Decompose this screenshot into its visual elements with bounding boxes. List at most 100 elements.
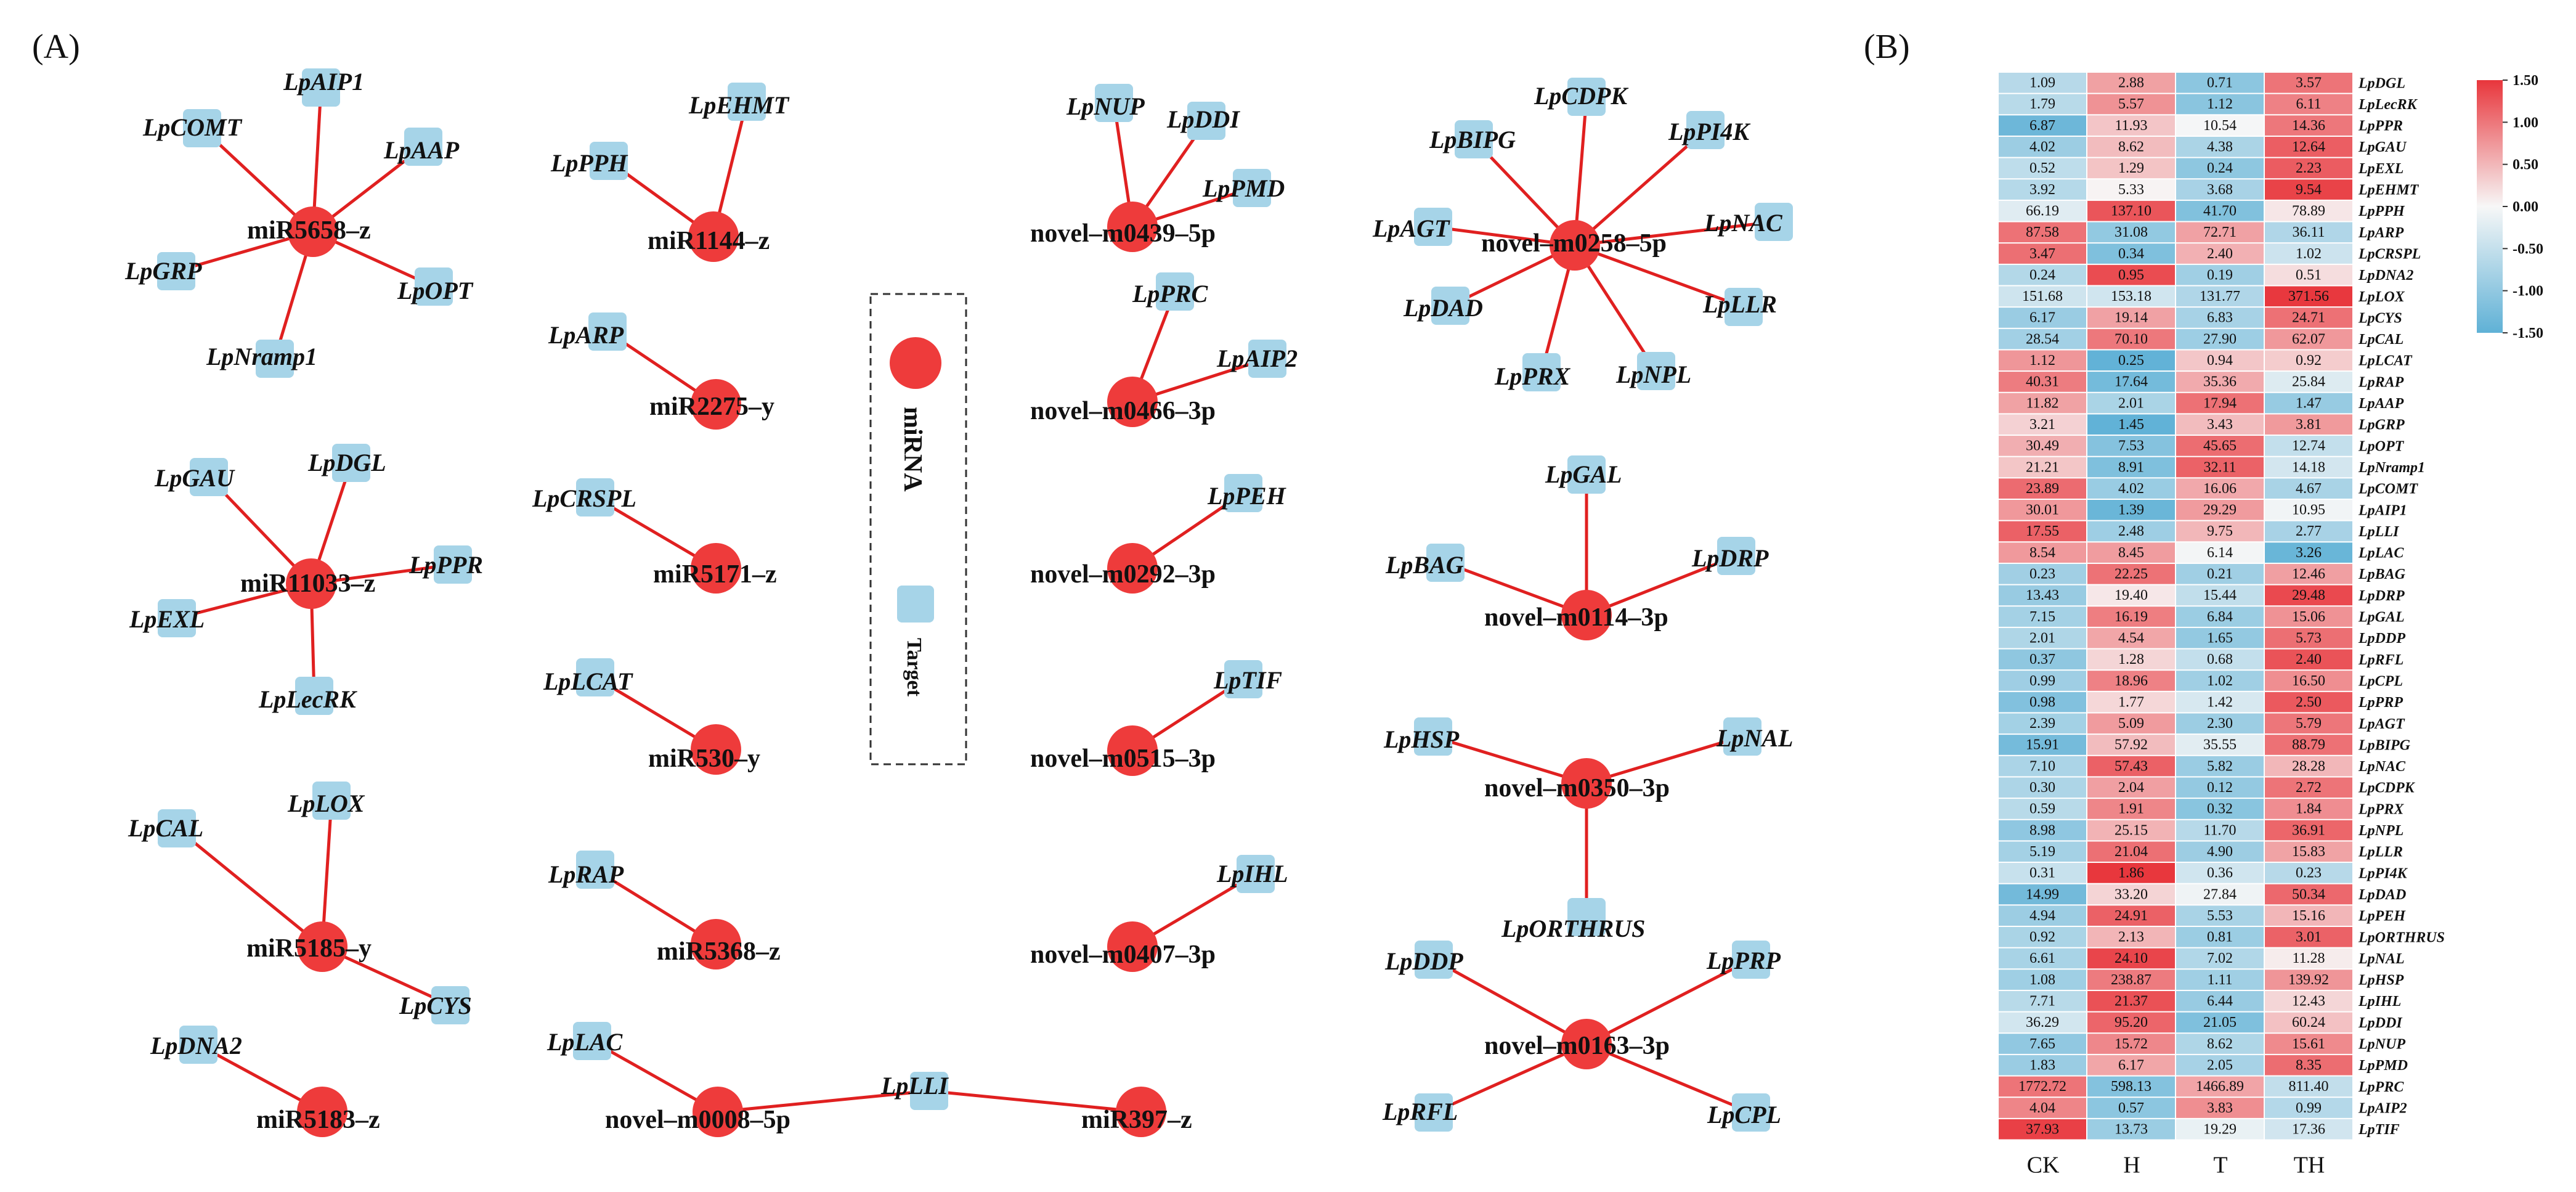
heatmap-cell-lpprx-h bbox=[2087, 799, 2175, 819]
heatmap-value-lpaip2-h: 0.57 bbox=[2118, 1100, 2144, 1116]
target-node-lplecrk bbox=[295, 677, 333, 715]
heatmap-cell-lpprc-ck bbox=[1999, 1076, 2086, 1097]
heatmap-cell-lpopt-t bbox=[2176, 436, 2264, 456]
heatmap-cell-lpddi-h bbox=[2087, 1012, 2175, 1033]
heatmap-value-lptif-ck: 37.93 bbox=[2026, 1121, 2059, 1137]
heatmap-cell-lpehmt-th bbox=[2265, 179, 2352, 200]
heatmap-value-lpprx-th: 1.84 bbox=[2296, 801, 2322, 817]
heatmap-cell-lpihl-t bbox=[2176, 990, 2264, 1011]
mirna-label-mir2275-y: miR2275–y bbox=[649, 393, 774, 421]
heatmap-value-lpgau-h: 8.62 bbox=[2118, 139, 2144, 155]
heatmap-cell-lpaip1-h bbox=[2087, 500, 2175, 520]
heatmap-value-lpdad-th: 50.34 bbox=[2292, 886, 2325, 902]
mirna-node-novel-m0163-3p bbox=[1561, 1019, 1612, 1069]
mirna-node-mir2275-y bbox=[691, 379, 741, 430]
heatmap-cell-lpexl-ck bbox=[1999, 158, 2086, 179]
heatmap-value-lpnup-t: 8.62 bbox=[2207, 1036, 2233, 1052]
heatmap-value-lpprp-h: 1.77 bbox=[2118, 694, 2144, 710]
heatmap-value-lppmd-th: 8.35 bbox=[2296, 1057, 2322, 1073]
target-label-lppmd: LpPMD bbox=[1202, 174, 1285, 202]
heatmap-value-lpdad-h: 33.20 bbox=[2115, 886, 2148, 902]
heatmap-value-lpnac-h: 57.43 bbox=[2115, 758, 2148, 774]
heatmap-row-label-lpcys: LpCYS bbox=[2358, 310, 2402, 326]
mirna-label-mir5185-y: miR5185–y bbox=[246, 934, 372, 963]
heatmap-cell-lpcpl-t bbox=[2176, 671, 2264, 691]
heatmap-value-lporthrus-ck: 0.92 bbox=[2030, 929, 2055, 945]
heatmap-value-lplac-h: 8.45 bbox=[2118, 545, 2144, 561]
heatmap-cell-lppi4k-h bbox=[2087, 863, 2175, 883]
heatmap-value-lpagt-h: 5.09 bbox=[2118, 716, 2144, 732]
heatmap-cell-lpexl-h bbox=[2087, 158, 2175, 179]
heatmap-cell-lpllr-t bbox=[2176, 841, 2264, 862]
heatmap-value-lpllr-th: 15.83 bbox=[2292, 844, 2325, 860]
heatmap-value-lpcdpk-ck: 0.30 bbox=[2030, 780, 2055, 796]
heatmap-cell-lpexl-th bbox=[2265, 158, 2352, 179]
heatmap-cell-lpgau-th bbox=[2265, 136, 2352, 157]
heatmap-cell-lphsp-ck bbox=[1999, 970, 2086, 990]
heatmap-row-label-lpddi: LpDDI bbox=[2358, 1015, 2403, 1031]
heatmap-value-lptif-th: 17.36 bbox=[2292, 1121, 2325, 1137]
heatmap-value-lpcrspl-ck: 3.47 bbox=[2030, 246, 2055, 262]
heatmap-row-label-lpppr: LpPPR bbox=[2358, 118, 2403, 134]
target-node-lpcdpk bbox=[1567, 78, 1606, 116]
heatmap-value-lpnup-th: 15.61 bbox=[2292, 1036, 2325, 1052]
heatmap-value-lpprp-t: 1.42 bbox=[2207, 694, 2233, 710]
heatmap-row-label-lpprp: LpPRP bbox=[2358, 695, 2403, 711]
edge-novel-m0163-3p-lpddp bbox=[1432, 958, 1588, 1046]
target-label-lpgau: LpGAU bbox=[154, 464, 235, 492]
heatmap-cell-lpaap-t bbox=[2176, 393, 2264, 414]
target-node-lpddp bbox=[1415, 941, 1453, 979]
heatmap-cell-lplac-th bbox=[2265, 542, 2352, 563]
heatmap-cell-lpprp-t bbox=[2176, 692, 2264, 712]
heatmap-cell-lpdna2-ck bbox=[1999, 264, 2086, 285]
heatmap-cell-lpprp-th bbox=[2265, 692, 2352, 712]
heatmap-value-lplac-ck: 8.54 bbox=[2030, 545, 2055, 561]
heatmap-value-lpaap-h: 2.01 bbox=[2118, 395, 2144, 411]
heatmap-cell-lplli-t bbox=[2176, 521, 2264, 542]
target-label-lplecrk: LpLecRK bbox=[258, 685, 357, 713]
mirna-node-mir11033-z bbox=[286, 558, 336, 609]
heatmap-column-label-t: T bbox=[2213, 1153, 2227, 1178]
legend-mirna-marker bbox=[890, 337, 941, 389]
heatmap-cell-lpnal-th bbox=[2265, 948, 2352, 969]
heatmap-row-label-lpbag: LpBAG bbox=[2358, 566, 2406, 582]
heatmap-value-lparp-t: 72.71 bbox=[2203, 224, 2237, 240]
mirna-label-mir1144-z: miR1144–z bbox=[648, 227, 770, 255]
heatmap-cell-lpdna2-t bbox=[2176, 264, 2264, 285]
heatmap-cell-lpbag-t bbox=[2176, 563, 2264, 584]
heatmap-value-lpexl-t: 0.24 bbox=[2207, 160, 2233, 176]
heatmap-value-lpcal-t: 27.90 bbox=[2203, 331, 2237, 347]
heatmap-cell-lpaip1-th bbox=[2265, 500, 2352, 520]
heatmap-cell-lppi4k-ck bbox=[1999, 863, 2086, 883]
heatmap-value-lprap-t: 35.36 bbox=[2203, 374, 2237, 390]
heatmap-value-lpaap-t: 17.94 bbox=[2203, 395, 2237, 411]
heatmap-row-label-lplli: LpLLI bbox=[2358, 524, 2400, 540]
heatmap-value-lppmd-ck: 1.83 bbox=[2030, 1057, 2055, 1073]
heatmap-cell-lplac-ck bbox=[1999, 542, 2086, 563]
heatmap-row-label-lpdgl: LpDGL bbox=[2358, 75, 2405, 91]
edge-mir5185-y-lpcal bbox=[176, 827, 323, 948]
heatmap-cell-lprfl-th bbox=[2265, 649, 2352, 670]
edge-novel-m0163-3p-lpprp bbox=[1585, 958, 1752, 1046]
heatmap-cell-lpnac-h bbox=[2087, 756, 2175, 777]
mirna-label-mir397-z: miR397–z bbox=[1081, 1106, 1192, 1134]
heatmap-value-lpcrspl-h: 0.34 bbox=[2118, 246, 2144, 262]
heatmap-cell-lpnramp1-ck bbox=[1999, 457, 2086, 478]
heatmap-cell-lpcpl-ck bbox=[1999, 671, 2086, 691]
heatmap-value-lpcal-h: 70.10 bbox=[2115, 331, 2148, 347]
heatmap-value-lpcomt-h: 4.02 bbox=[2118, 481, 2144, 497]
heatmap-value-lppeh-t: 5.53 bbox=[2207, 908, 2233, 924]
target-node-lpaip1 bbox=[302, 68, 340, 107]
target-label-lpagt: LpAGT bbox=[1372, 214, 1450, 242]
heatmap-cell-lphsp-t bbox=[2176, 970, 2264, 990]
heatmap-cell-lpddp-ck bbox=[1999, 627, 2086, 648]
heatmap-row-label-lpnal: LpNAL bbox=[2358, 951, 2405, 967]
heatmap-row-label-lpnac: LpNAC bbox=[2358, 759, 2406, 775]
heatmap-value-lpddp-ck: 2.01 bbox=[2030, 630, 2055, 646]
heatmap-value-lpgal-t: 6.84 bbox=[2207, 609, 2233, 625]
edge-novel-m0350-3p-lphsp bbox=[1432, 735, 1587, 785]
target-node-lpnpl bbox=[1637, 352, 1675, 390]
heatmap-value-lpcomt-ck: 23.89 bbox=[2026, 481, 2059, 497]
panel-b-label: (B) bbox=[1864, 28, 1910, 66]
heatmap-value-lptif-t: 19.29 bbox=[2203, 1121, 2237, 1137]
